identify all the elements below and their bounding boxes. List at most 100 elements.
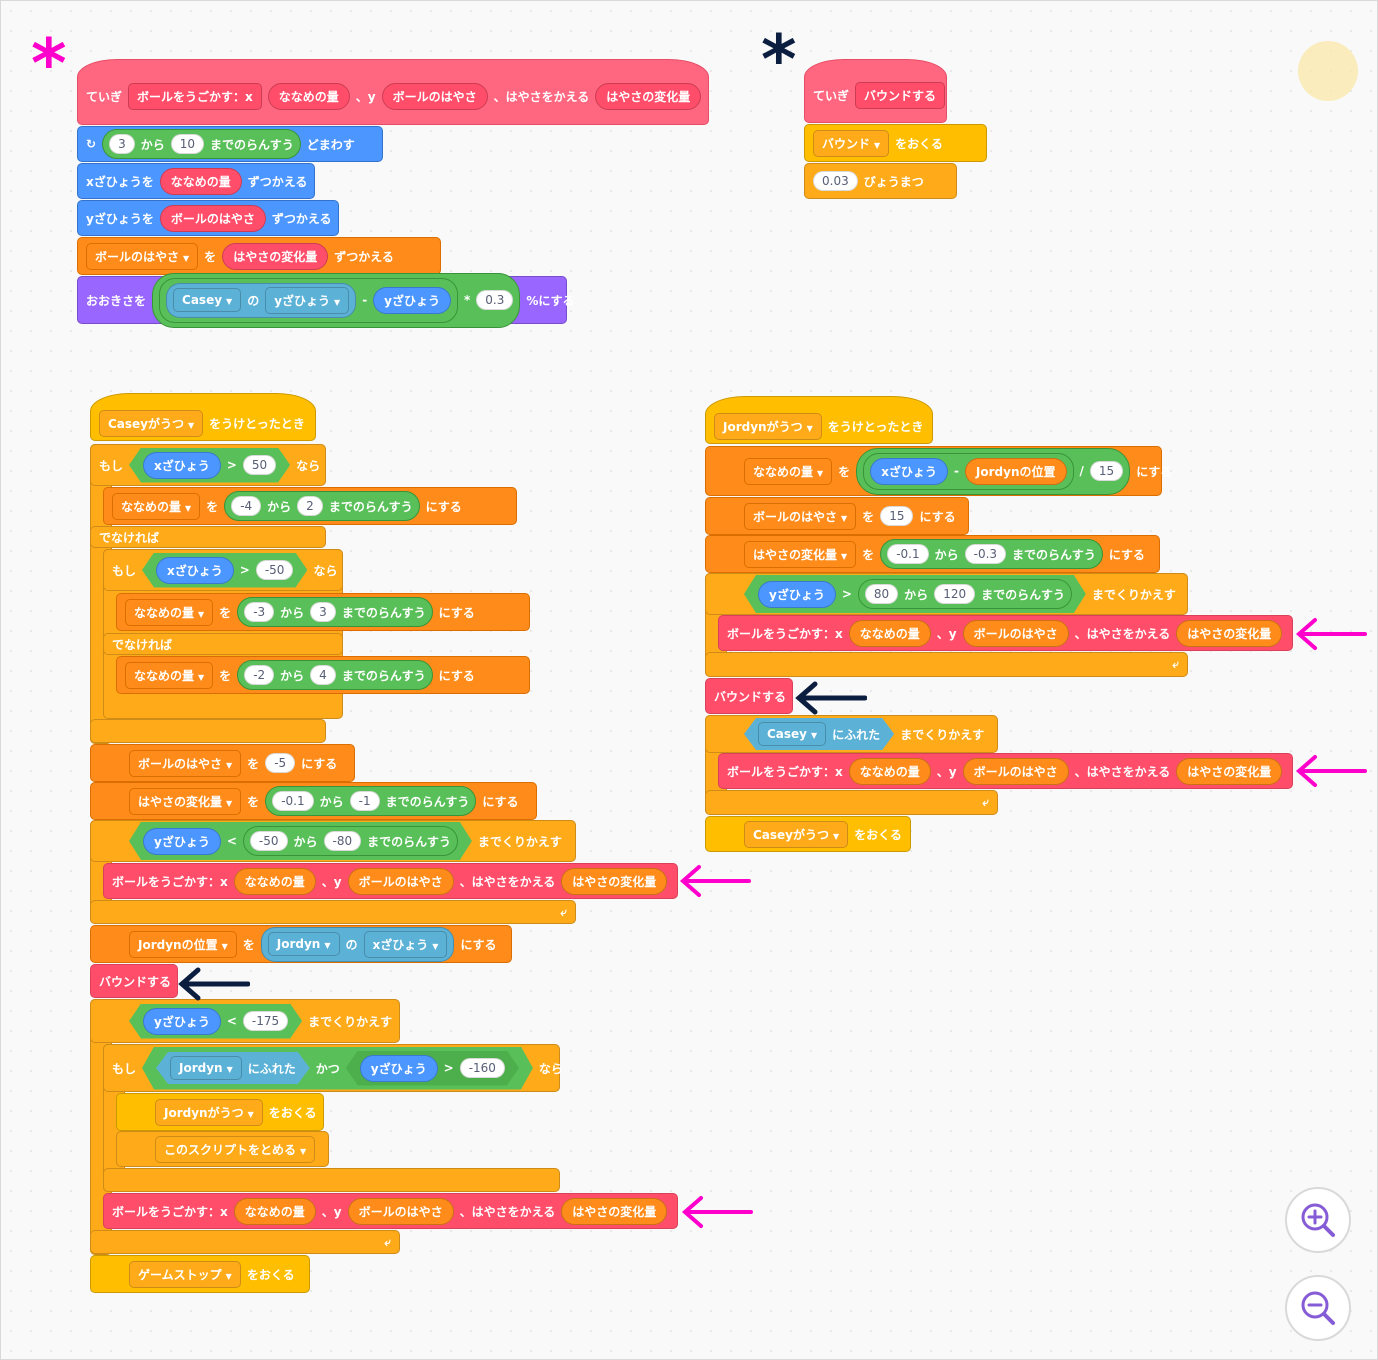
to-input[interactable]: 4 <box>310 665 336 685</box>
random-reporter[interactable]: -0.1 から -1 までのらんすう <box>265 786 477 816</box>
to-input[interactable]: 3 <box>310 602 336 622</box>
var-dropdown[interactable]: ボールのはやさ▼ <box>129 749 242 777</box>
set-slant-jordyn-block[interactable]: ななめの量▼ を xざひょう - Jordynの位置 / 15 にする <box>705 446 1172 496</box>
change-reporter[interactable]: はやさの変化量 <box>561 1197 668 1225</box>
lt-condition[interactable]: yざひょう < -50 から -80 までのらんすう <box>129 822 472 860</box>
to-input[interactable]: 2 <box>297 496 323 516</box>
factor-input[interactable]: 0.3 <box>476 290 514 310</box>
change-reporter[interactable]: はやさの変化量 <box>222 242 329 270</box>
sprite-dropdown[interactable]: Jordyn▼ <box>267 932 340 956</box>
change-var-block[interactable]: ボールのはやさ▼ を はやさの変化量 ずつかえる <box>77 237 441 275</box>
message-dropdown[interactable]: Jordynがうつ▼ <box>714 412 822 440</box>
to-input[interactable]: -1 <box>349 791 380 811</box>
from-input[interactable]: -3 <box>244 602 275 622</box>
sensing-of-reporter[interactable]: Casey▼ の yざひょう▼ <box>166 282 357 318</box>
set-speed-jordyn-block[interactable]: ボールのはやさ▼ を 15 にする <box>705 497 969 535</box>
message-dropdown[interactable]: Caseyがうつ▼ <box>99 409 204 437</box>
var-dropdown[interactable]: ななめの量▼ <box>112 492 201 520</box>
casey-hat-block[interactable]: Caseyがうつ▼ をうけとったとき <box>90 393 316 441</box>
var-dropdown[interactable]: ななめの量▼ <box>125 661 214 689</box>
random-reporter[interactable]: -4 から 2 までのらんすう <box>224 491 420 521</box>
ypos-reporter[interactable]: yざひょう <box>373 286 451 314</box>
if-block-2[interactable]: もし xざひょう > -50 なら <box>103 549 343 591</box>
set-speed-block[interactable]: ボールのはやさ▼ を -5 にする <box>90 744 355 782</box>
wait-input[interactable]: 0.03 <box>813 171 858 191</box>
set-change-block[interactable]: はやさの変化量▼ を -0.1 から -1 までのらんすう にする <box>90 782 537 820</box>
bounce-call-block-1[interactable]: バウンドする <box>90 964 178 998</box>
from-input[interactable]: -0.1 <box>272 791 314 811</box>
ypos-reporter[interactable]: yざひょう <box>143 1008 221 1035</box>
from-input[interactable]: -2 <box>244 665 275 685</box>
change-reporter[interactable]: はやさの変化量 <box>1176 619 1283 647</box>
change-x-block[interactable]: xざひょうを ななめの量 ずつかえる <box>77 163 315 199</box>
random-reporter[interactable]: -3 から 3 までのらんすう <box>237 597 433 627</box>
slant-reporter[interactable]: ななめの量 <box>159 167 242 195</box>
to-input[interactable]: 10 <box>170 134 204 154</box>
from-input[interactable]: 3 <box>109 134 135 154</box>
random-reporter[interactable]: 3 から 10 までのらんすう <box>102 129 301 159</box>
to-input[interactable]: 120 <box>934 584 975 604</box>
sprite-dropdown[interactable]: Casey▼ <box>173 288 242 312</box>
gt-condition[interactable]: yざひょう > -160 <box>346 1051 519 1086</box>
define-move-block[interactable]: ていぎ ボールをうごかす：x ななめの量 、y ボールのはやさ 、はやさをかえる… <box>77 59 709 125</box>
minus-reporter[interactable]: xざひょう - Jordynの位置 <box>863 452 1074 490</box>
set-slant-block-1[interactable]: ななめの量▼ を -4 から 2 までのらんすう にする <box>103 487 517 525</box>
from-input[interactable]: -4 <box>231 496 262 516</box>
var-dropdown[interactable]: ボールのはやさ▼ <box>86 242 199 270</box>
repeat-until-block-2[interactable]: yざひょう < -175 までくりかえす <box>90 999 400 1043</box>
value-input[interactable]: -5 <box>265 753 296 773</box>
xpos-reporter[interactable]: xざひょう <box>143 452 221 479</box>
sensing-of-reporter[interactable]: Jordyn▼ の xざひょう▼ <box>260 926 455 962</box>
jordyn-hat-block[interactable]: Jordynがうつ▼ をうけとったとき <box>705 396 933 444</box>
random-reporter[interactable]: -0.1 から -0.3 までのらんすう <box>880 539 1103 569</box>
from-input[interactable]: 80 <box>865 584 898 604</box>
broadcast-casey-block[interactable]: Caseyがうつ▼ をおくる <box>705 816 911 852</box>
move-call-jordyn-2[interactable]: ボールをうごかす：x ななめの量 、y ボールのはやさ 、はやさをかえる はやさ… <box>718 753 1293 789</box>
broadcast-bounce-block[interactable]: バウンド▼ をおくる <box>804 124 987 162</box>
from-input[interactable]: -50 <box>250 831 288 851</box>
touching-condition[interactable]: Jordyn▼ にふれた <box>156 1052 310 1084</box>
multiply-reporter[interactable]: Casey▼ の yざひょう▼ - yざひょう * 0.3 <box>152 272 521 328</box>
wait-block[interactable]: 0.03 びょうまつ <box>804 163 957 199</box>
gt-condition[interactable]: yざひょう > 80 から 120 までのらんすう <box>744 575 1086 613</box>
var-dropdown[interactable]: Jordynの位置▼ <box>129 930 237 958</box>
slant-reporter[interactable]: ななめの量 <box>848 757 931 785</box>
gt-condition[interactable]: xざひょう > 50 <box>129 448 290 483</box>
define-bounce-block[interactable]: ていぎ バウンドする <box>804 59 947 123</box>
divisor-input[interactable]: 15 <box>1089 461 1124 481</box>
touching-condition[interactable]: Casey▼ にふれた <box>744 718 894 750</box>
value-input[interactable]: 15 <box>880 506 914 526</box>
gt-condition[interactable]: xざひょう > -50 <box>142 553 307 588</box>
broadcast-stop-block[interactable]: ゲームストップ▼ をおくる <box>90 1255 310 1293</box>
jordyn-pos-reporter[interactable]: Jordynの位置 <box>964 457 1067 485</box>
value-input[interactable]: -160 <box>460 1058 505 1078</box>
minus-reporter[interactable]: Casey▼ の yざひょう▼ - yざひょう <box>159 277 458 323</box>
speed-reporter[interactable]: ボールのはやさ <box>962 619 1069 647</box>
move-call-block-1[interactable]: ボールをうごかす：x ななめの量 、y ボールのはやさ 、はやさをかえる はやさ… <box>103 863 678 899</box>
sprite-dropdown[interactable]: Casey▼ <box>758 722 826 746</box>
xpos-reporter[interactable]: xざひょう <box>870 457 948 485</box>
set-jordyn-pos-block[interactable]: Jordynの位置▼ を Jordyn▼ の xざひょう▼ にする <box>90 925 512 963</box>
message-dropdown[interactable]: Caseyがうつ▼ <box>744 820 849 848</box>
to-input[interactable]: -0.3 <box>964 544 1007 564</box>
speed-reporter[interactable]: ボールのはやさ <box>159 204 266 232</box>
slant-reporter[interactable]: ななめの量 <box>233 867 316 895</box>
random-reporter[interactable]: -2 から 4 までのらんすう <box>237 660 433 690</box>
set-slant-block-3[interactable]: ななめの量▼ を -2 から 4 までのらんすう にする <box>116 656 530 694</box>
param-speed[interactable]: ボールのはやさ <box>381 82 488 110</box>
repeat-until-block-1[interactable]: yざひょう < -50 から -80 までのらんすう までくりかえす <box>90 820 576 862</box>
value-input[interactable]: -175 <box>243 1011 288 1031</box>
slant-reporter[interactable]: ななめの量 <box>233 1197 316 1225</box>
and-condition[interactable]: Jordyn▼ にふれた かつ yざひょう > -160 <box>142 1047 533 1090</box>
sprite-dropdown[interactable]: Jordyn▼ <box>170 1056 242 1080</box>
speed-reporter[interactable]: ボールのはやさ <box>962 757 1069 785</box>
slant-reporter[interactable]: ななめの量 <box>848 619 931 647</box>
var-dropdown[interactable]: ななめの量▼ <box>744 457 833 485</box>
from-input[interactable]: -0.1 <box>887 544 929 564</box>
var-dropdown[interactable]: ななめの量▼ <box>125 598 214 626</box>
change-reporter[interactable]: はやさの変化量 <box>1176 757 1283 785</box>
speed-reporter[interactable]: ボールのはやさ <box>347 867 454 895</box>
prop-dropdown[interactable]: yざひょう▼ <box>265 286 350 314</box>
cond-input[interactable]: -50 <box>256 560 294 580</box>
ypos-reporter[interactable]: yざひょう <box>143 828 221 855</box>
